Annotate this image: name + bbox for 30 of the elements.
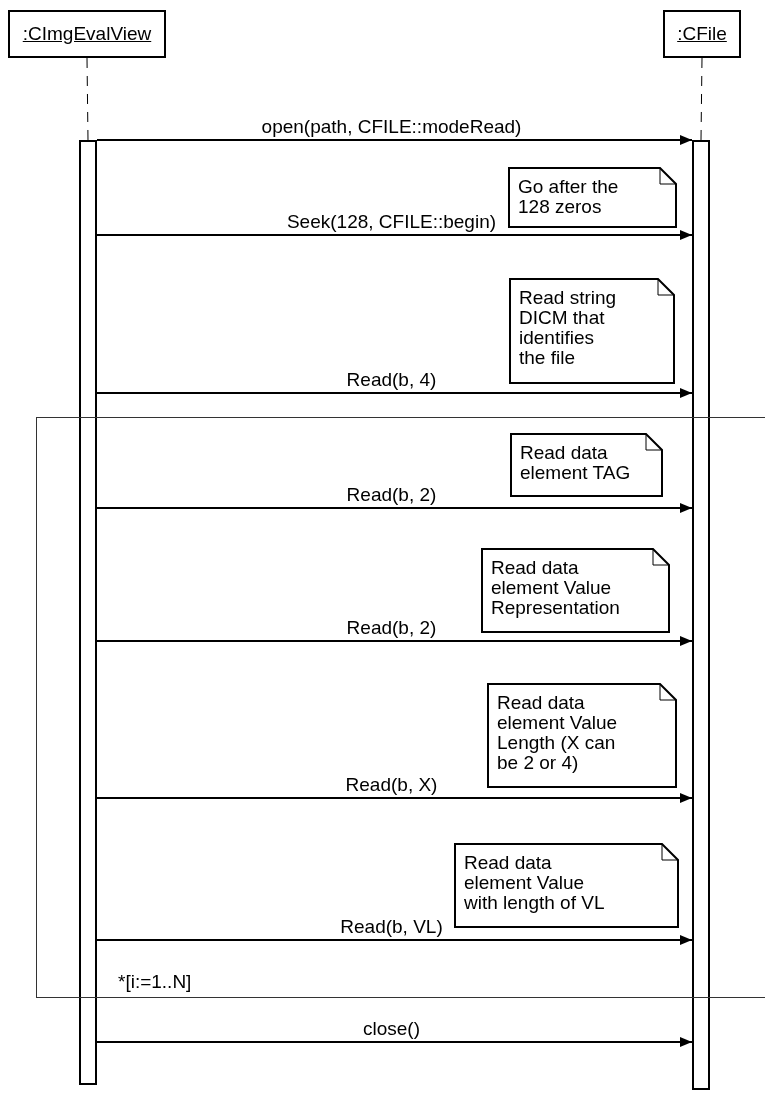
message-arrow	[96, 230, 693, 240]
activation-bar	[79, 140, 97, 1085]
lifeline	[700, 57, 703, 141]
message-label: Read(b, 2)	[346, 485, 437, 505]
loop-guard-label: *[i:=1..N]	[118, 971, 192, 993]
message-label: Read(b, 2)	[346, 618, 437, 638]
message-arrow	[96, 935, 693, 945]
message-arrow	[96, 503, 693, 513]
activation-bar	[692, 140, 710, 1090]
note-box: Read data element Value with length of VL	[454, 843, 679, 928]
note-box: Go after the 128 zeros	[508, 167, 677, 228]
message-arrow	[96, 636, 693, 646]
message-label: Seek(128, CFILE::begin)	[286, 212, 497, 232]
message-label: close()	[363, 1019, 420, 1039]
message-arrow	[96, 388, 693, 398]
message-arrow	[96, 1037, 693, 1047]
message-label: Read(b, VL)	[340, 917, 443, 937]
note-box: Read data element Value Representation	[481, 548, 670, 633]
note-box: Read string DICM that identifies the file	[509, 278, 675, 384]
message-arrow	[96, 793, 693, 803]
object-box: :CFile	[663, 10, 741, 58]
object-box: :CImgEvalView	[8, 10, 166, 58]
note-box: Read data element TAG	[510, 433, 663, 497]
message-label: open(path, CFILE::modeRead)	[261, 117, 522, 137]
note-box: Read data element Value Length (X can be 2 or 4)	[487, 683, 677, 788]
loop-frame	[36, 417, 765, 998]
lifeline	[86, 57, 89, 141]
message-label: Read(b, 4)	[346, 370, 437, 390]
message-arrow	[96, 135, 693, 145]
message-label: Read(b, X)	[345, 775, 438, 795]
